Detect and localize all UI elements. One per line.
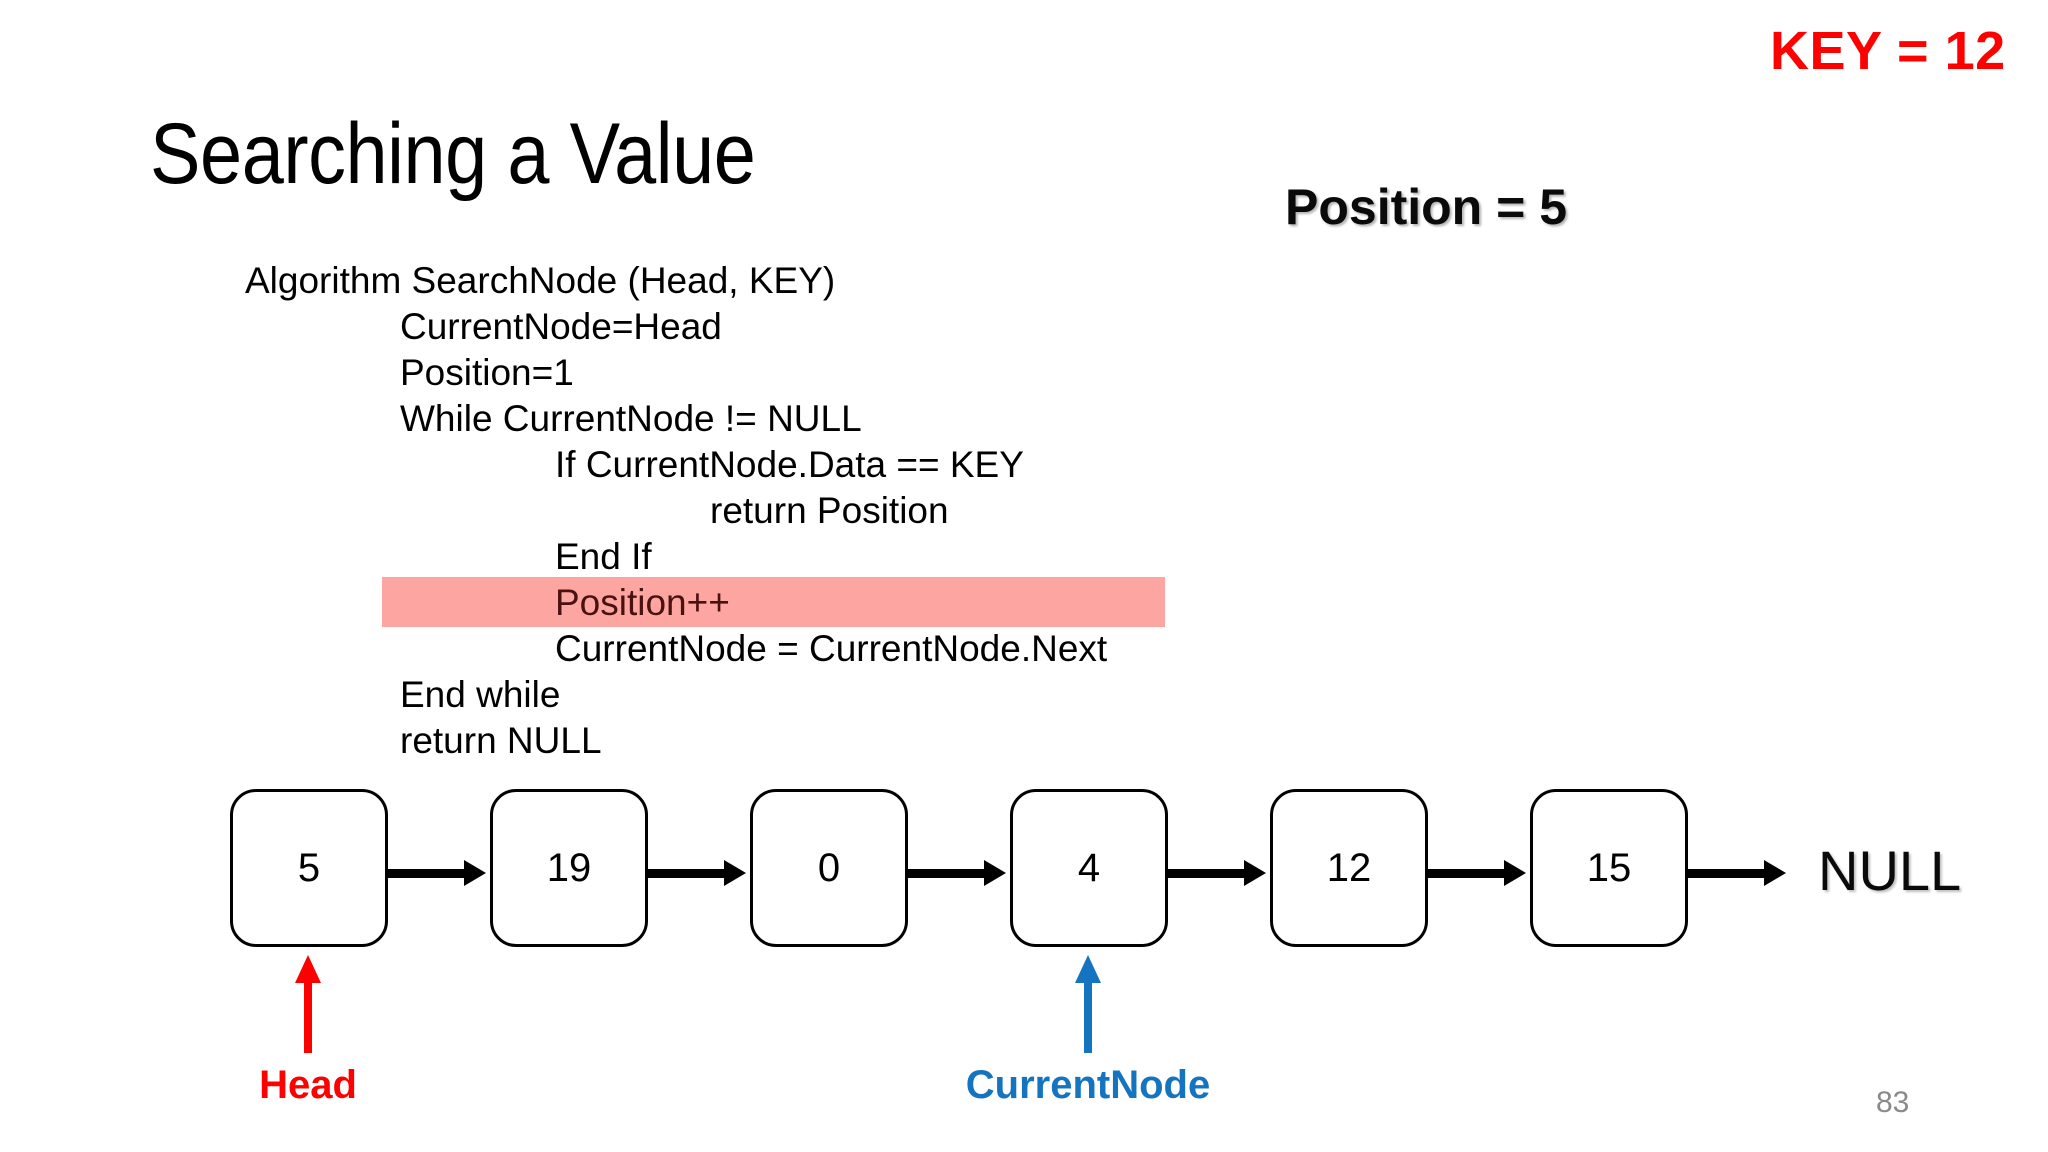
page-title: Searching a Value [150,106,756,202]
list-node-value: 15 [1586,846,1632,890]
list-next-arrow-icon [1688,860,1786,886]
page-number: 83 [1876,1086,1910,1119]
list-node[interactable]: 19 [490,789,648,947]
arrow-stem [304,981,312,1053]
list-node[interactable]: 0 [750,789,908,947]
code-line-text: If CurrentNode.Data == KEY [555,444,1024,485]
code-highlight-bar [382,577,1165,627]
code-line: End while [0,672,2048,718]
arrow-up-icon [1075,955,1101,983]
list-next-arrow-icon [908,860,1006,886]
list-node[interactable]: 12 [1270,789,1428,947]
arrow-stem [1084,981,1092,1053]
list-node[interactable]: 4 [1010,789,1168,947]
code-line-text: End If [555,536,652,577]
list-next-arrow-icon [648,860,746,886]
code-line-text: Position=1 [400,352,574,393]
code-line-highlighted: Position++ [0,577,2048,627]
code-line-text: CurrentNode = CurrentNode.Next [555,628,1108,669]
code-line: If CurrentNode.Data == KEY [0,442,2048,488]
code-line: CurrentNode=Head [0,304,2048,350]
key-value-label: KEY = 12 [1770,21,2006,81]
list-next-arrow-icon [1168,860,1266,886]
code-line-text: return NULL [400,720,602,761]
list-node[interactable]: 5 [230,789,388,947]
code-line: return NULL [0,718,2048,764]
list-next-arrow-icon [388,860,486,886]
arrow-up-icon [295,955,321,983]
list-node-value: 0 [817,846,841,890]
code-line: End If [0,534,2048,580]
code-line: Position=1 [0,350,2048,396]
code-line-text: return Position [710,490,949,531]
list-node-value: 4 [1077,846,1101,890]
code-line: Algorithm SearchNode (Head, KEY) [0,258,2048,304]
code-line: CurrentNode = CurrentNode.Next [0,626,2048,672]
code-line-text: Position++ [555,582,730,623]
pointer-label: CurrentNode [965,1063,1211,1107]
code-line-text: Algorithm SearchNode (Head, KEY) [245,260,836,301]
algorithm-pseudocode: Algorithm SearchNode (Head, KEY) CurrentN… [0,258,2048,764]
position-value-label: Position = 5 [1285,179,1568,235]
list-node-value: 12 [1326,846,1372,890]
list-next-arrow-icon [1428,860,1526,886]
code-line-text: While CurrentNode != NULL [400,398,862,439]
code-line-text: End while [400,674,561,715]
list-node-value: 19 [546,846,592,890]
pointer-label: Head [259,1063,357,1107]
code-line-text: CurrentNode=Head [400,306,722,347]
list-node-value: 5 [297,846,321,890]
code-line: While CurrentNode != NULL [0,396,2048,442]
code-line: return Position [0,488,2048,534]
list-node[interactable]: 15 [1530,789,1688,947]
list-null-terminator: NULL [1818,839,1962,902]
